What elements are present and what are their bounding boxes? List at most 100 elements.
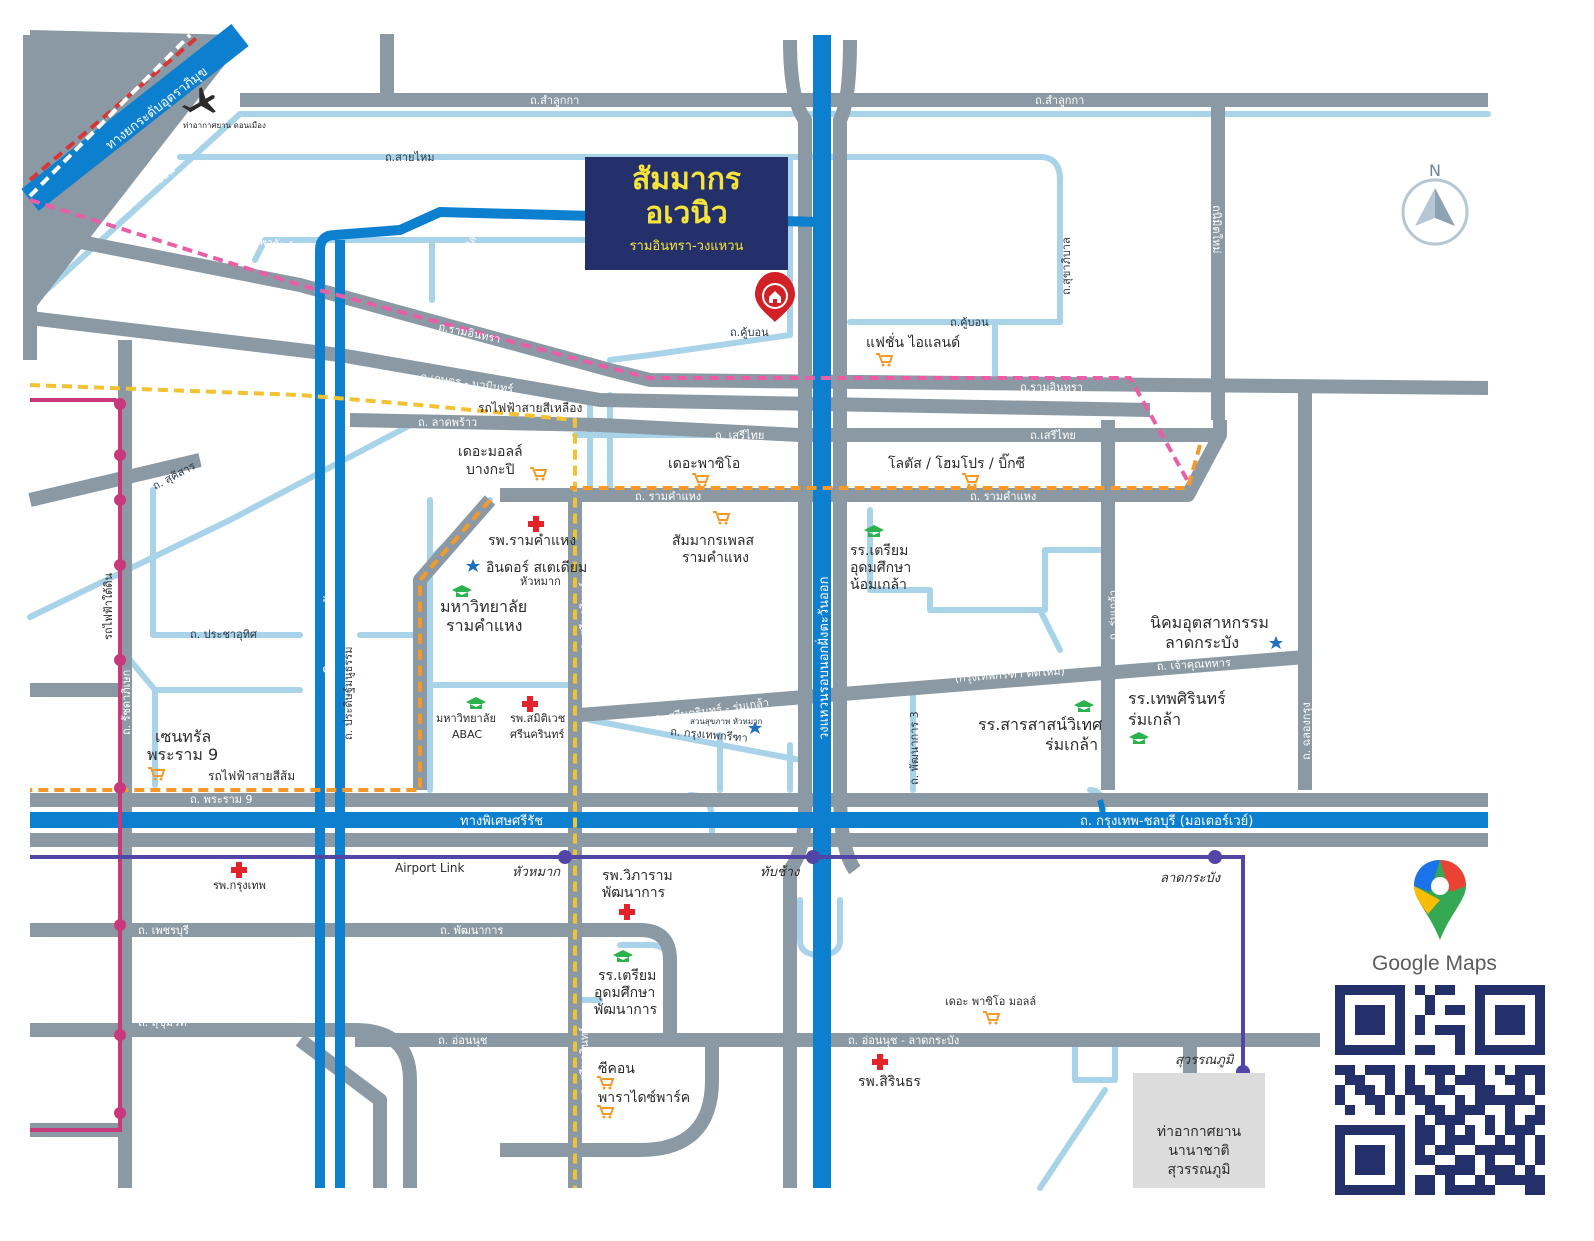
poi-label: รพ.วิภาราม (602, 868, 673, 884)
road-label: ถ. เสรีไทย (715, 429, 764, 442)
station-label: ทับช้าง (760, 865, 801, 880)
poi-label: อุดมศึกษา (850, 560, 911, 576)
road-label: ถ. อุดมสุข (438, 1145, 487, 1158)
road-label: ถ. อ่อนนุช - ลาดกระบัง (848, 1034, 959, 1047)
poi-label: รร.เทพศิรินทร์ (1128, 689, 1226, 708)
airport-name: ท่าอากาศยาน นานาชาติ สุวรรณภูมิ (1133, 1123, 1265, 1180)
poi-label: อุดมศึกษา (594, 985, 655, 1001)
road-label: ถ. ศรีนครินทร์ (578, 582, 591, 650)
cart-icons (148, 353, 1001, 1119)
mrt-station-dot (114, 449, 126, 461)
poi-label: สัมมากรเพลส (672, 533, 754, 549)
poi-label: พระราม 9 (147, 745, 218, 764)
road-label: ถ.สำลูกกา (530, 94, 579, 107)
cart-icon (876, 353, 894, 367)
yellow-line (29, 383, 577, 1188)
mrt-station-dot (114, 919, 126, 931)
star-icon (1269, 636, 1283, 649)
poi-label: เดอะพาซิโอ (668, 455, 740, 472)
cart-icon (713, 511, 731, 525)
road-label: ถ. ฉลองกรุง (1300, 702, 1313, 760)
pink-mrt-line (30, 398, 122, 1132)
station-label: สุวรรณภูมิ (1175, 1053, 1235, 1068)
airport-name-line2: นานาชาติ (1168, 1143, 1230, 1159)
graduation-cap-icon (1074, 700, 1094, 712)
cart-icon (983, 1011, 1001, 1025)
poi-label: สวนสุขภาพ หัวหมาก (690, 717, 763, 726)
qr-code-icon[interactable] (1335, 985, 1545, 1195)
pink-line (29, 198, 1192, 486)
poi-label: รร.เตรียม (598, 968, 656, 984)
poi-label: เดอะ พาซิโอ มอลล์ (945, 994, 1036, 1008)
poi-label: ท่าอากาศยาน ดอนเมือง (183, 121, 266, 130)
cart-icon (597, 1105, 615, 1119)
road-label: ถ.สำลูกกา (1035, 94, 1084, 107)
cart-icon (148, 767, 166, 781)
graduation-cap-icon (466, 697, 486, 709)
mrt-stations (114, 398, 126, 1119)
project-name-line1: สัมมากร (632, 162, 741, 197)
rail-label: รถไฟฟ้าใต้ดิน (102, 572, 115, 640)
expressway-label: ถ. กรุงเทพ-ชลบุรี (มอเตอร์เวย์) (1080, 813, 1253, 829)
poi-label: ลาดกระบัง (1165, 633, 1239, 652)
graduation-cap-icon (864, 525, 884, 537)
poi-label: อินดอร์ สเตเดียม (486, 559, 587, 576)
airport-link-station-dot (558, 850, 572, 864)
road-label: ถ.สายไหม (385, 151, 435, 164)
compass-icon: N (1401, 161, 1469, 246)
road-label: ถนิมิตใหม่ (1210, 205, 1223, 253)
poi-label: ศรีนครินทร์ (510, 728, 564, 741)
road-label: ถ. อ่อนนุช (438, 1034, 487, 1047)
station-label: หัวหมาก (512, 865, 561, 880)
poi-label: รพ.กรุงเทพ (213, 879, 266, 892)
star-icon (748, 721, 762, 734)
mrt-station-dot (114, 782, 126, 794)
airport-link-station-dot (806, 850, 820, 864)
cross-icon (522, 696, 538, 712)
mrt-station-dot (114, 1107, 126, 1119)
road-label: ถ. รามคำแหง (970, 490, 1036, 503)
cart-icon (962, 473, 980, 487)
airport-link-station-dot (1208, 850, 1222, 864)
poi-label: พัฒนาการ (594, 1002, 658, 1018)
graduation-cap-icon (452, 585, 472, 597)
rail-labels: รถไฟฟ้าสายสีเหลือง รถไฟฟ้าสายสีส้ม รถไฟฟ… (102, 401, 1235, 1068)
project-subtitle: รามอินทรา-วงแหวน (629, 239, 744, 254)
poi-label: โลตัส / โฮมโปร / บิ๊กซี (888, 453, 1025, 472)
road-label: ถ.เสรีไทย (1030, 429, 1076, 442)
cross-icon (619, 904, 635, 920)
poi-label: รพ.สิรินธร (858, 1074, 921, 1090)
compass-north: N (1429, 161, 1441, 180)
poi-label: ร่มเกล้า (1128, 710, 1181, 729)
airport-name-line3: สุวรรณภูมิ (1167, 1162, 1231, 1178)
cross-icon (231, 862, 247, 878)
road-label: ถ.คู้บอน (730, 326, 769, 339)
project-title-box: สัมมากร อเวนิว รามอินทรา-วงแหวน (585, 157, 788, 270)
star-icon (466, 559, 480, 572)
poi-label: พัฒนาการ (602, 885, 666, 901)
poi-label: เดอะมอลล์ (458, 443, 523, 460)
poi-label: รพ.สมิติเวช (510, 712, 565, 725)
cart-icon (597, 1076, 615, 1090)
road-label: ถ. พระราม 4 (138, 1125, 201, 1138)
road-label: ถ.คู้บอน (950, 316, 989, 329)
home-pin-icon (755, 272, 795, 322)
poi-label: ABAC (452, 728, 482, 741)
airport-link-line (30, 855, 1245, 1072)
poi-label: เซนทรัล (155, 727, 211, 746)
mrt-station-dot (114, 494, 126, 506)
poi-label: น้อมเกล้า (850, 577, 907, 593)
road-label: ถ. สุขุมวิท (138, 1016, 187, 1029)
poi-label: รร.เตรียม (850, 543, 908, 559)
cart-icon (692, 473, 710, 487)
google-maps-pin-icon (1414, 860, 1466, 940)
expressways (21, 23, 1488, 1188)
road-label: ถ. ประชาอุทิศ (190, 628, 257, 641)
suvarnabhumi-airport-box: ท่าอากาศยาน นานาชาติ สุวรรณภูมิ (1133, 1073, 1265, 1188)
road-label: ถ. รามคำแหง (635, 490, 701, 503)
station-label: ลาดกระบัง (1160, 871, 1222, 886)
google-maps-label: Google Maps (1372, 952, 1497, 975)
road-label: ถ.สุขาภิบาล 5 (432, 224, 486, 285)
hospital-icons (231, 516, 888, 1070)
airport-name-line1: ท่าอากาศยาน (1156, 1124, 1242, 1140)
